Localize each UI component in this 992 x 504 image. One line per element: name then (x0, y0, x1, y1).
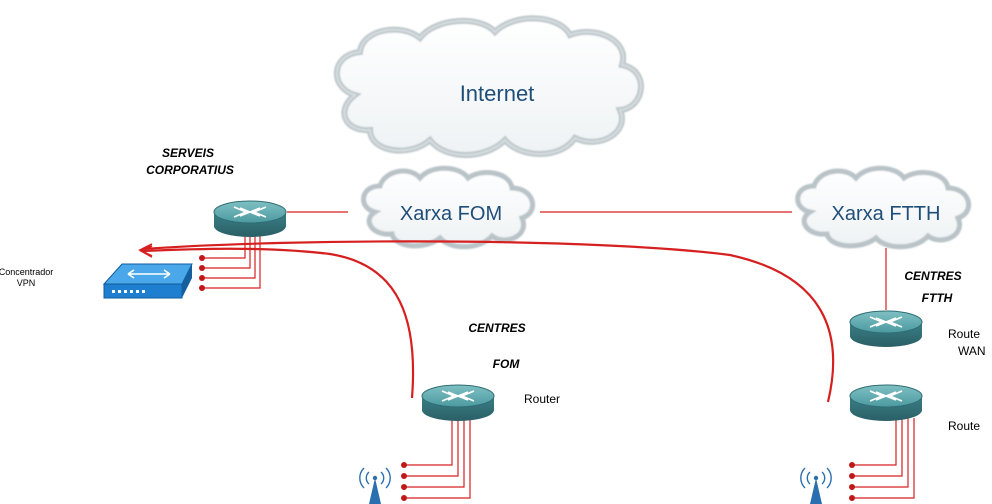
router-wan-label-1: Route (948, 327, 980, 341)
link-endpoints (199, 255, 855, 501)
fom-router (421, 384, 495, 421)
vpn-concentrator: Concentrador VPN (0, 263, 193, 299)
ftth-wireless-ap (800, 467, 832, 504)
centres-fom-label-2: FOM (493, 357, 521, 371)
ftth-cloud: Xarxa FTTH (795, 165, 971, 250)
ftth-router-wan (849, 310, 923, 347)
fom-lan-links (404, 418, 471, 499)
centres-ftth-label-2: FTTH (922, 291, 953, 305)
router-icon (849, 384, 923, 421)
wireless-ap-icon (800, 467, 832, 504)
fom-label: Xarxa FOM (400, 203, 502, 225)
router-concentrator-links (202, 236, 261, 289)
wireless-ap-icon (359, 467, 391, 504)
fom-wireless-ap (359, 467, 391, 504)
concentrador-label-2: VPN (17, 278, 36, 288)
router-icon (213, 200, 287, 237)
tunnel-arrowheads (138, 243, 153, 258)
serveis-label-2: CORPORATIUS (146, 163, 234, 177)
internet-label: Internet (460, 81, 535, 106)
ftth-router-lan (849, 384, 923, 421)
router-icon (421, 384, 495, 421)
cloud-icon (333, 15, 644, 158)
ftth-label: Xarxa FTTH (832, 203, 941, 225)
router-fom-label: Router (524, 392, 560, 406)
concentrador-label-1: Concentrador (0, 267, 53, 277)
serveis-label-1: SERVEIS (162, 146, 214, 160)
cloud-icon (795, 165, 971, 250)
links (138, 211, 915, 499)
serveis-router (213, 200, 287, 237)
router-icon (849, 310, 923, 347)
router-wan-label-2: WAN (958, 344, 986, 358)
vpn-tunnel-fom (142, 247, 415, 399)
centres-fom-label-1: CENTRES (468, 321, 525, 335)
ftth-lan-links (852, 418, 915, 499)
centres-ftth-label-1: CENTRES (904, 269, 961, 283)
fom-cloud: Xarxa FOM (361, 165, 535, 250)
vpn-concentrator-icon (102, 263, 193, 299)
internet-cloud: Internet (333, 15, 644, 158)
cloud-icon (361, 165, 535, 250)
router-ftth-lan-label: Route (948, 419, 980, 433)
vpn-tunnel-ftth (142, 240, 835, 403)
